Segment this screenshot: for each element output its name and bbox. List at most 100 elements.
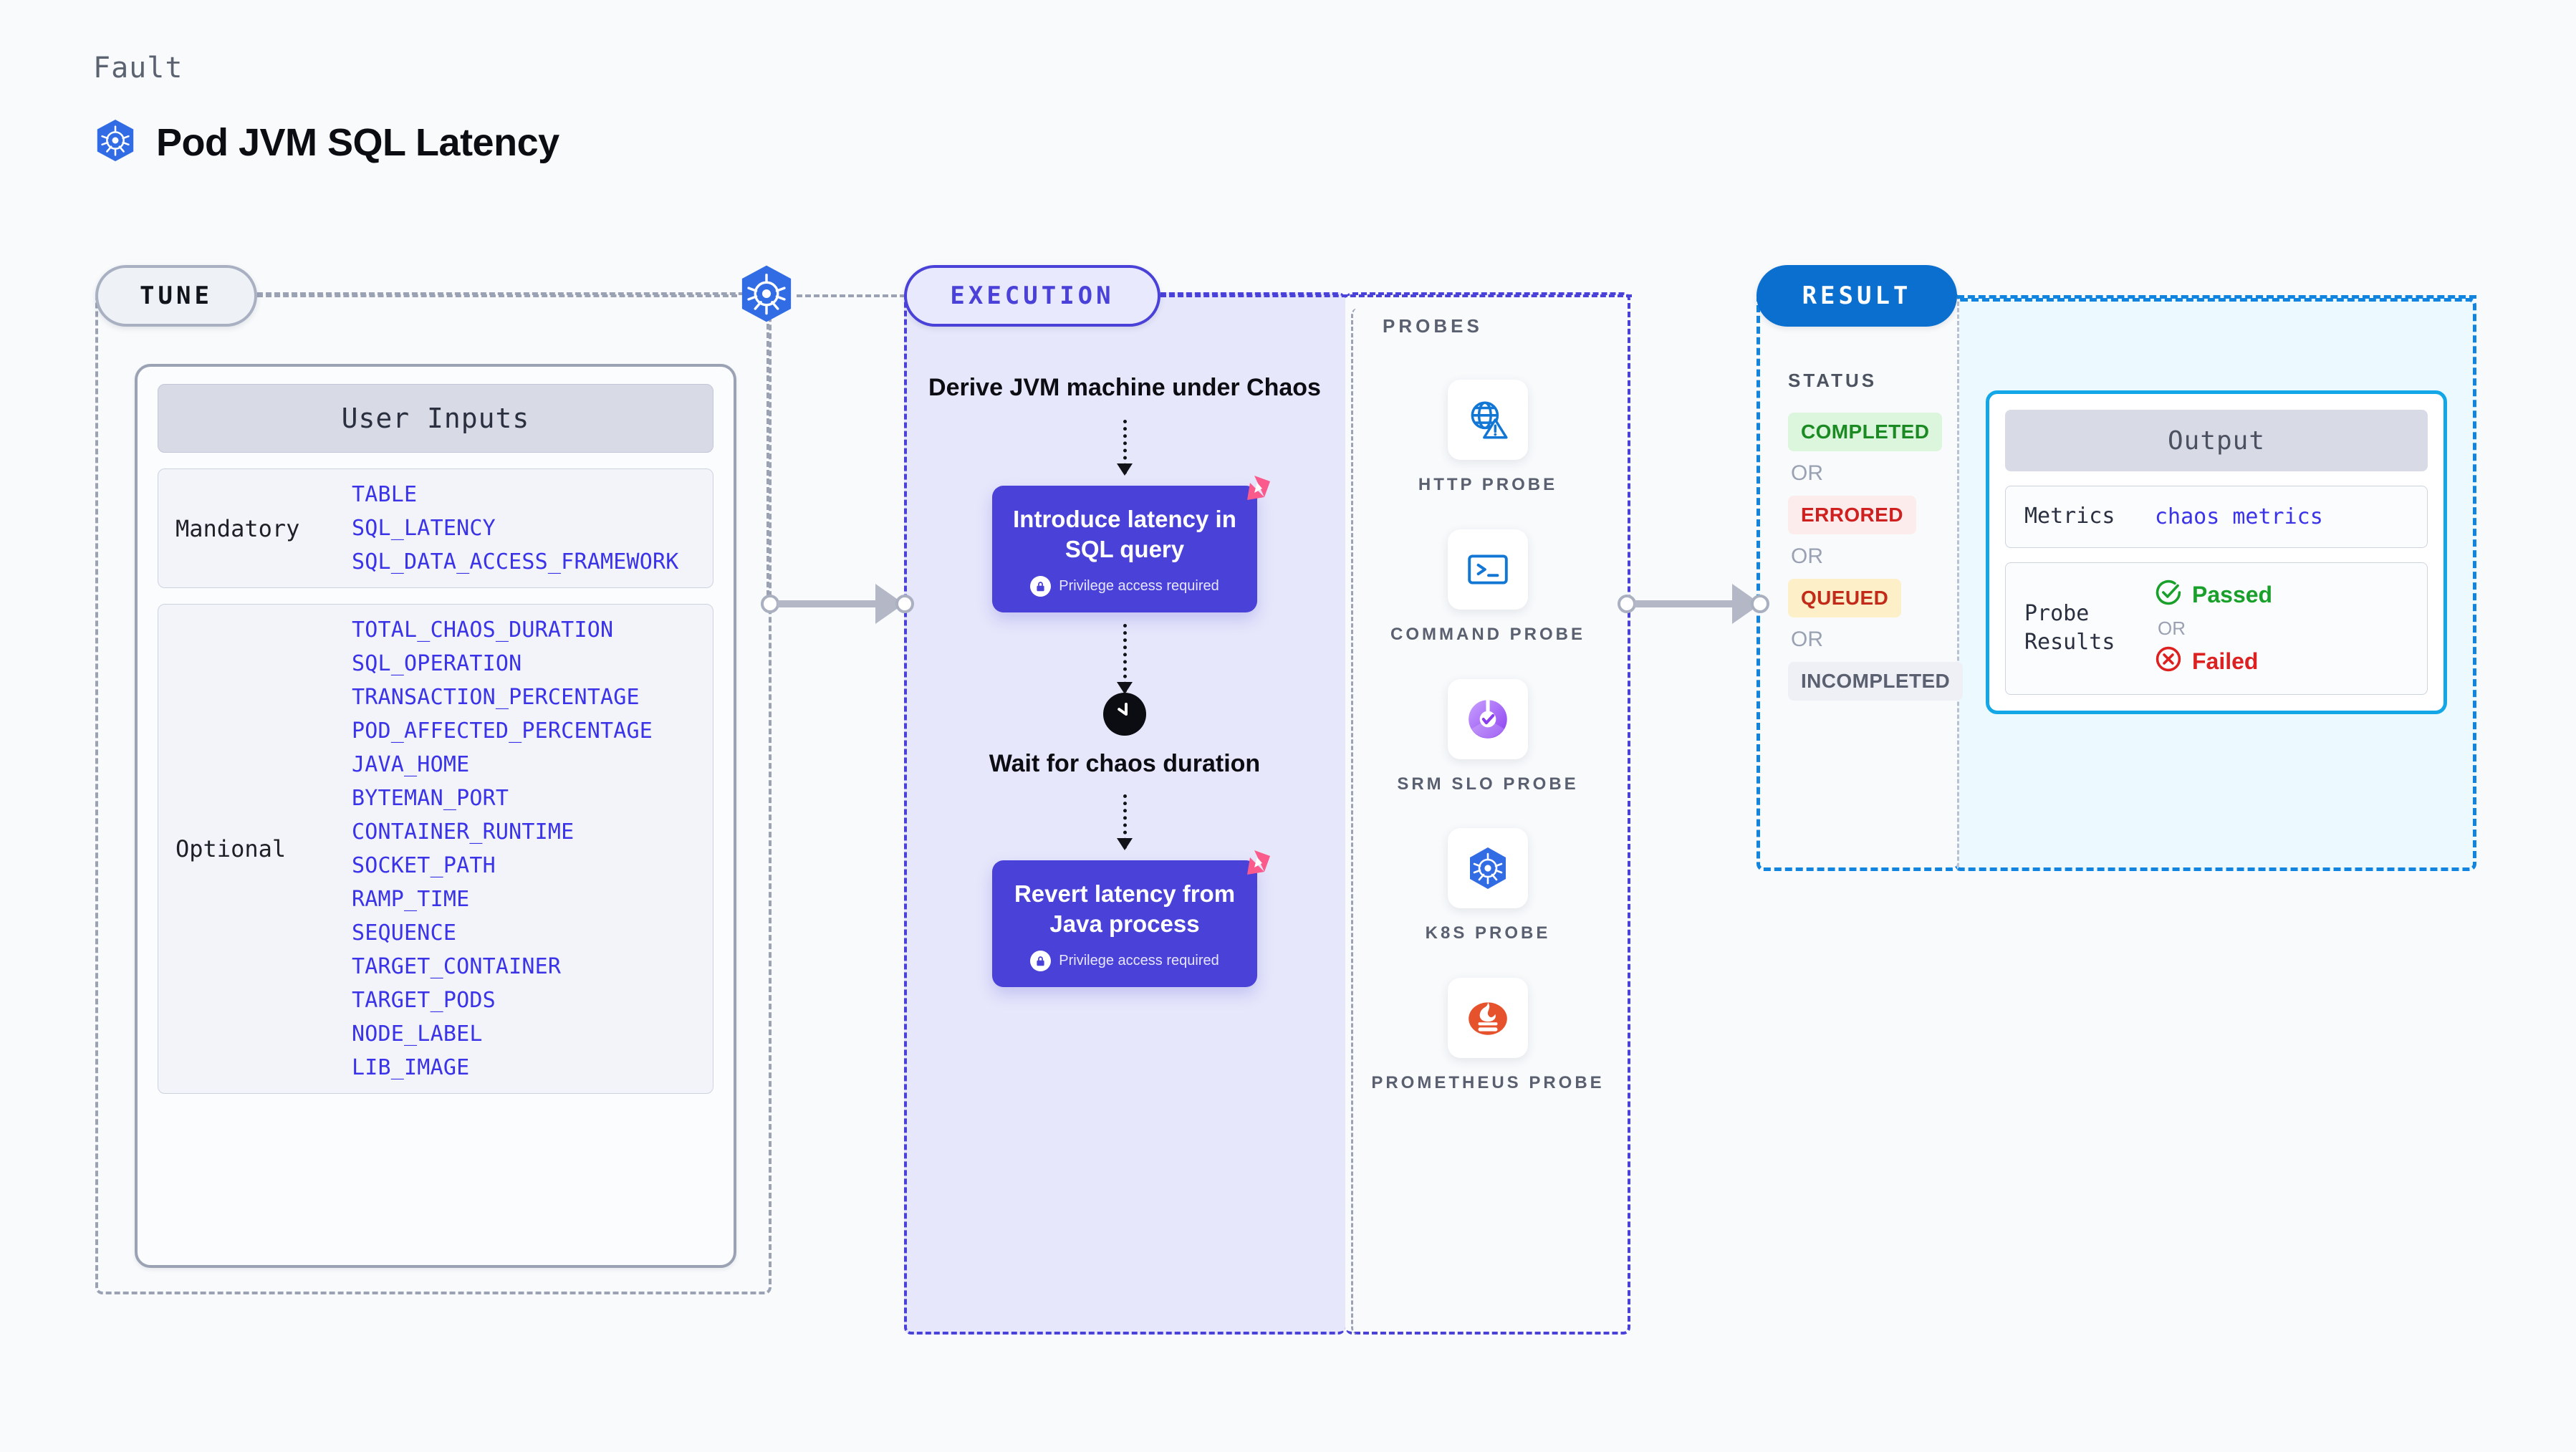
x-circle-icon: [2155, 645, 2182, 678]
param-item[interactable]: SQL_LATENCY: [352, 516, 496, 541]
execution-tag[interactable]: EXECUTION: [904, 265, 1160, 327]
param-item[interactable]: RAMP_TIME: [352, 887, 470, 912]
probe-http[interactable]: HTTP PROBE: [1351, 380, 1625, 498]
privilege-note: Privilege access required: [1006, 950, 1243, 971]
result-leader-line: [1957, 295, 2476, 299]
user-inputs-title: User Inputs: [158, 384, 713, 453]
status-or-2: OR: [1791, 544, 1823, 568]
param-item[interactable]: SOCKET_PATH: [352, 853, 496, 878]
param-item[interactable]: TARGET_PODS: [352, 988, 496, 1013]
check-circle-icon: [2155, 579, 2182, 612]
output-row-probe-results: Probe Results Passed OR: [2005, 562, 2428, 695]
kubernetes-icon: [93, 118, 138, 166]
execution-flow: Derive JVM machine under Chaos Introduce…: [904, 372, 1345, 987]
output-card: Output Metrics chaos metrics Probe Resul…: [1986, 390, 2447, 714]
prometheus-icon: [1448, 978, 1528, 1059]
param-item[interactable]: CONTAINER_RUNTIME: [352, 819, 575, 845]
clock-icon: [1103, 692, 1146, 736]
param-list: TOTAL_CHAOS_DURATION SQL_OPERATION TRANS…: [352, 617, 653, 1080]
execution-step-wait: Wait for chaos duration: [989, 749, 1261, 777]
action-card-revert-latency[interactable]: Revert latency from Java process Privile…: [992, 850, 1270, 987]
action-card-introduce-latency[interactable]: Introduce latency in SQL query Privilege…: [992, 475, 1270, 612]
probes-list: HTTP PROBE COMMAND PROBE: [1351, 380, 1625, 1128]
param-item[interactable]: TRANSACTION_PERCENTAGE: [352, 685, 640, 710]
param-list: TABLE SQL_LATENCY SQL_DATA_ACCESS_FRAMEW…: [352, 482, 679, 574]
privilege-note-text: Privilege access required: [1059, 952, 1219, 968]
flow-arrow-down-icon: [1117, 794, 1133, 850]
status-badge-errored: ERRORED: [1788, 496, 1916, 534]
tune-leader-line-2: [797, 294, 905, 297]
lock-icon: [1030, 950, 1052, 971]
param-group-kind: Optional: [176, 835, 287, 862]
param-item[interactable]: SQL_DATA_ACCESS_FRAMEWORK: [352, 549, 679, 574]
output-value-metrics[interactable]: chaos metrics: [2155, 504, 2323, 529]
litmus-badge-icon: [1233, 846, 1273, 886]
probes-label: PROBES: [1383, 315, 1483, 337]
tune-region: [95, 292, 772, 1294]
status-badge-queued: QUEUED: [1788, 579, 1902, 617]
globe-warning-icon: [1448, 380, 1528, 460]
probe-result-failed: Failed: [2155, 645, 2272, 678]
output-key-probe-results: Probe Results: [2024, 600, 2115, 655]
output-row-metrics: Metrics chaos metrics: [2005, 486, 2428, 548]
execution-step-derive: Derive JVM machine under Chaos: [928, 374, 1321, 401]
probe-srm-slo[interactable]: SRM SLO PROBE: [1351, 678, 1625, 797]
probe-k8s[interactable]: K8S PROBE: [1351, 828, 1625, 946]
param-item[interactable]: JAVA_HOME: [352, 752, 470, 777]
page-title: Pod JVM SQL Latency: [156, 120, 559, 164]
param-item[interactable]: TABLE: [352, 482, 418, 507]
lock-icon: [1030, 575, 1052, 597]
probes-inner-divider: [1351, 308, 1625, 1335]
execution-leader-line: [1160, 294, 1632, 297]
probe-name: HTTP PROBE: [1418, 475, 1558, 494]
param-item[interactable]: NODE_LABEL: [352, 1021, 483, 1047]
mandatory-params-block: Mandatory TABLE SQL_LATENCY SQL_DATA_ACC…: [158, 468, 713, 588]
param-item[interactable]: BYTEMAN_PORT: [352, 786, 509, 811]
probe-name: COMMAND PROBE: [1390, 624, 1585, 644]
optional-params-block: Optional TOTAL_CHAOS_DURATION SQL_OPERAT…: [158, 604, 713, 1094]
output-title: Output: [2005, 410, 2428, 471]
output-key-metrics: Metrics: [2024, 504, 2115, 529]
user-inputs-card: User Inputs Mandatory TABLE SQL_LATENCY …: [135, 364, 736, 1268]
status-badge-incompleted: INCOMPLETED: [1788, 662, 1964, 701]
flow-arrow-down-icon: [1117, 419, 1133, 476]
terminal-icon: [1448, 529, 1528, 610]
probe-result-failed-label: Failed: [2192, 648, 2259, 674]
status-list: COMPLETED OR ERRORED OR QUEUED OR INCOMP…: [1788, 413, 1964, 701]
tune-tag[interactable]: TUNE: [95, 265, 257, 327]
flow-arrow-down-icon: [1117, 623, 1133, 694]
status-label: STATUS: [1788, 370, 1878, 391]
param-item[interactable]: TOTAL_CHAOS_DURATION: [352, 617, 614, 643]
param-item[interactable]: SQL_OPERATION: [352, 651, 522, 676]
action-title: Introduce latency in SQL query: [1013, 505, 1236, 562]
action-title: Revert latency from Java process: [1014, 880, 1236, 937]
slo-check-icon: [1448, 678, 1528, 759]
probe-name: SRM SLO PROBE: [1397, 774, 1579, 794]
param-item[interactable]: SEQUENCE: [352, 920, 457, 946]
param-item[interactable]: LIB_IMAGE: [352, 1055, 470, 1080]
tune-leader-line: [257, 294, 737, 297]
probe-name: K8S PROBE: [1425, 923, 1551, 943]
param-item[interactable]: TARGET_CONTAINER: [352, 954, 562, 979]
page-kicker: Fault: [93, 52, 183, 85]
probe-result-passed: Passed: [2155, 579, 2272, 612]
status-or-3: OR: [1791, 628, 1823, 651]
privilege-note: Privilege access required: [1006, 575, 1243, 597]
param-item[interactable]: POD_AFFECTED_PERCENTAGE: [352, 718, 653, 744]
probe-prometheus[interactable]: PROMETHEUS PROBE: [1351, 978, 1625, 1096]
probe-command[interactable]: COMMAND PROBE: [1351, 529, 1625, 648]
privilege-note-text: Privilege access required: [1059, 577, 1219, 594]
status-or-1: OR: [1791, 461, 1823, 485]
result-tag[interactable]: RESULT: [1756, 265, 1957, 327]
probe-result-passed-label: Passed: [2192, 582, 2273, 607]
tune-k8s-drop-line: [766, 324, 769, 596]
probe-name: PROMETHEUS PROBE: [1371, 1073, 1605, 1093]
probe-result-values: Passed OR Failed: [2155, 579, 2272, 678]
litmus-badge-icon: [1233, 471, 1273, 511]
status-badge-completed: COMPLETED: [1788, 413, 1943, 451]
probes-region: [1345, 292, 1630, 1335]
kubernetes-icon: [1448, 828, 1528, 909]
probe-result-or: OR: [2158, 617, 2186, 639]
kubernetes-icon: [736, 264, 797, 324]
